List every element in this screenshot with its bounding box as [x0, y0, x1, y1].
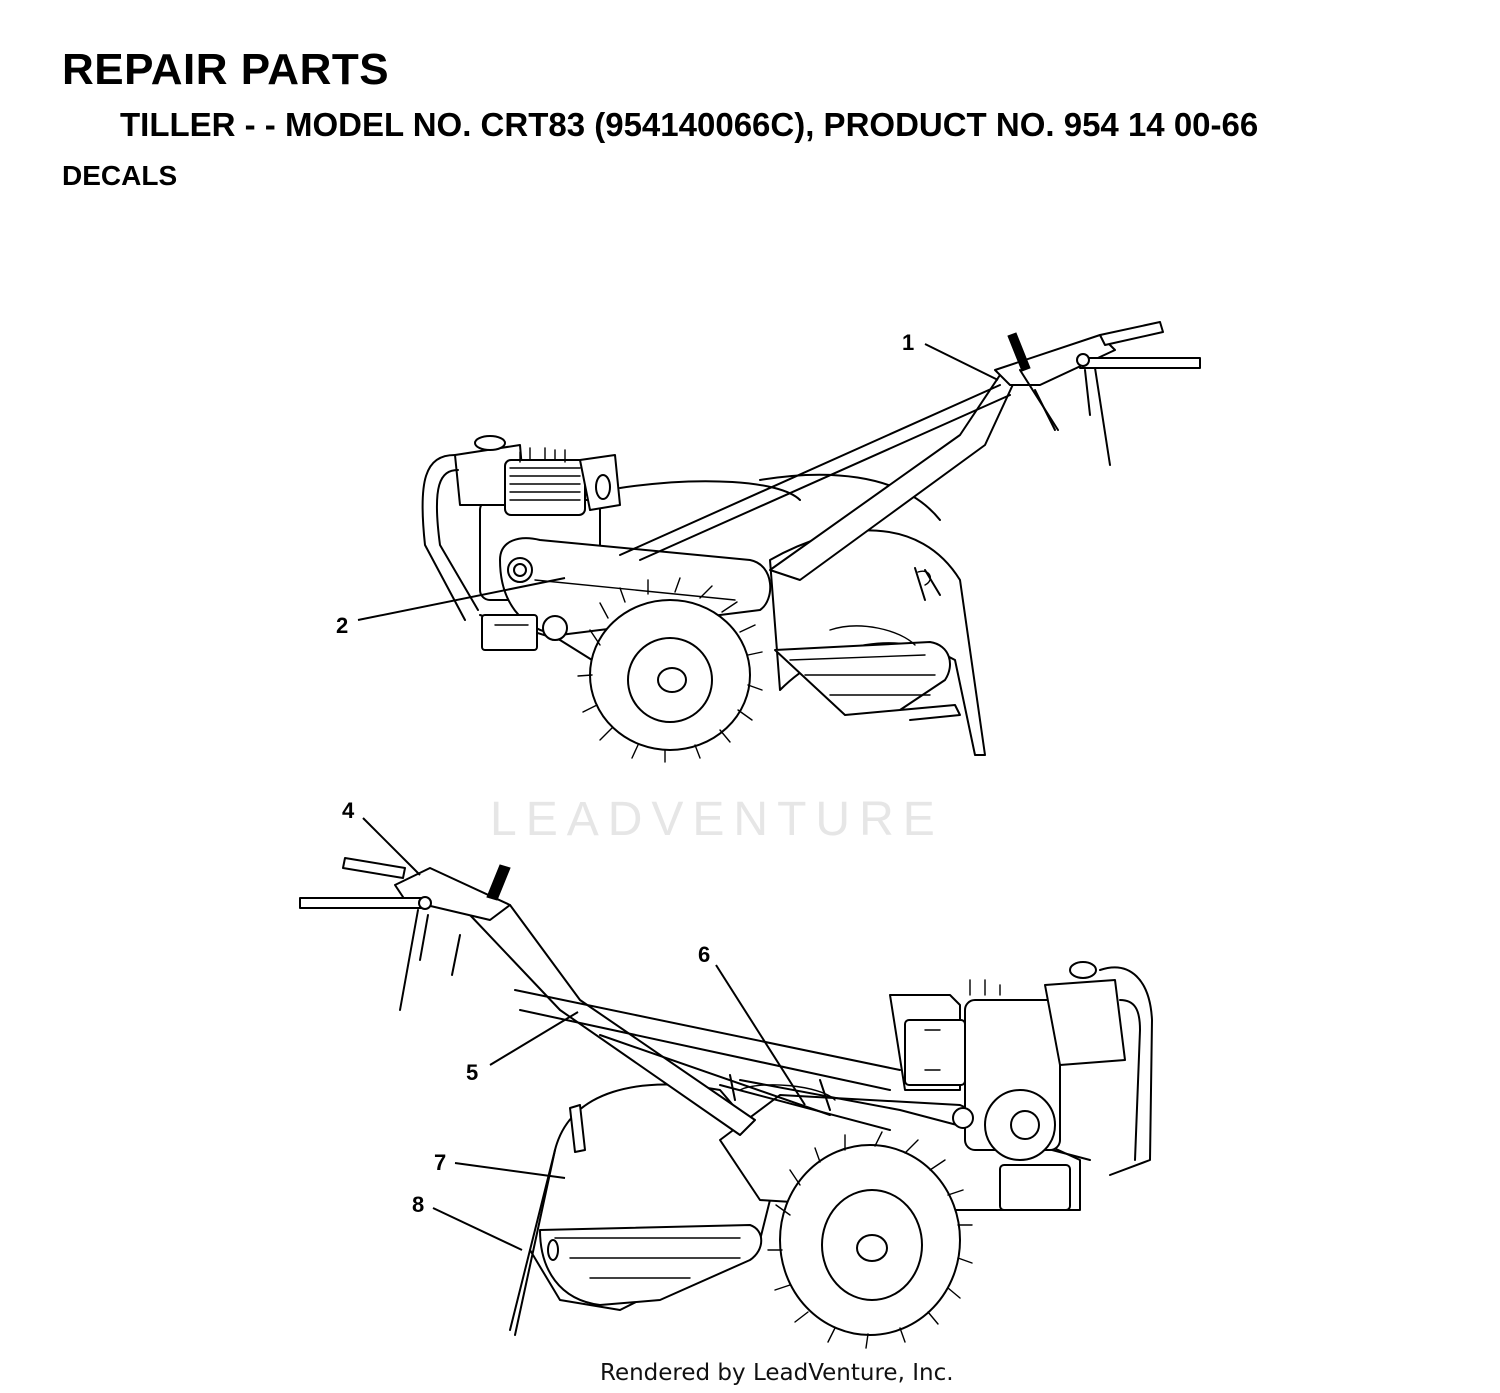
callout-6: 6: [698, 942, 710, 967]
callout-5: 5: [466, 1060, 478, 1085]
model-subtitle: TILLER - - MODEL NO. CRT83 (954140066C),…: [120, 106, 1259, 143]
footer-credit: Rendered by LeadVenture, Inc.: [600, 1360, 954, 1386]
callout-1: 1: [902, 330, 914, 355]
tiller-view-bottom: 4 5 6 7 8: [299, 798, 1153, 1349]
watermark: LEADVENTURE: [490, 793, 944, 846]
wheel-bottom: [767, 1131, 973, 1349]
side-plate-bottom: [539, 1224, 763, 1306]
callout-8: 8: [412, 1192, 424, 1217]
side-plate: [774, 641, 951, 716]
page-title: REPAIR PARTS: [62, 45, 390, 94]
wheel-top: [577, 577, 763, 763]
callout-4: 4: [342, 798, 355, 823]
callout-2: 2: [336, 613, 348, 638]
callout-7: 7: [434, 1150, 446, 1175]
section-title: DECALS: [62, 160, 178, 191]
tiller-view-top: 1 2: [336, 321, 1201, 763]
